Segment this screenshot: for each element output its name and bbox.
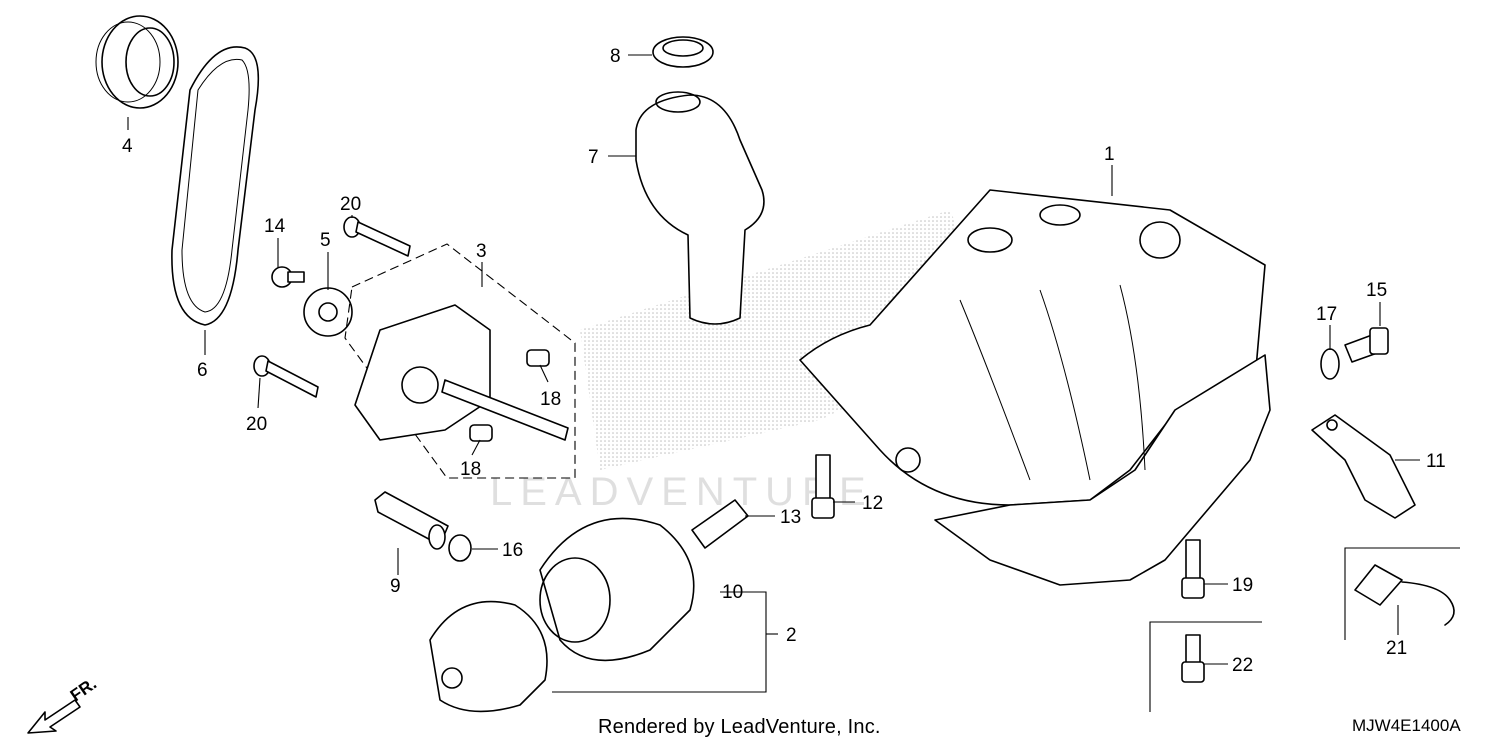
callout-2: 2 <box>786 625 797 646</box>
callout-1: 1 <box>1104 144 1115 165</box>
diagram-code: MJW4E1400A <box>1352 716 1461 735</box>
drain-bolt-part-15[interactable] <box>1344 327 1389 363</box>
callout-19: 19 <box>1232 575 1253 596</box>
washer-part-17[interactable] <box>1320 348 1340 380</box>
callout-10: 10 <box>722 582 743 603</box>
callout-6: 6 <box>197 360 208 381</box>
callout-22: 22 <box>1232 655 1253 676</box>
callout-11: 11 <box>1426 451 1446 472</box>
callout-4: 4 <box>122 136 133 157</box>
callout-16: 16 <box>502 540 523 561</box>
callout-20-upper: 20 <box>340 194 361 215</box>
front-direction-arrow-icon <box>27 699 81 734</box>
bolt-part-20-upper[interactable] <box>343 216 411 257</box>
bolt-inset-part-22[interactable] <box>1149 621 1262 712</box>
bolt-part-20-lower[interactable] <box>253 355 319 398</box>
bolt-part-19[interactable] <box>1181 539 1205 599</box>
clip-inset-part-21[interactable] <box>1344 547 1460 640</box>
callout-7: 7 <box>588 147 599 168</box>
callout-12: 12 <box>862 493 883 514</box>
callout-20-lower: 20 <box>246 414 267 435</box>
callout-14: 14 <box>264 216 286 237</box>
oil-pipe-part-7[interactable] <box>635 91 765 325</box>
bracket-part-11[interactable] <box>1311 414 1416 519</box>
credit-text: Rendered by LeadVenture, Inc. <box>598 716 881 738</box>
oil-pan-part-1[interactable] <box>799 189 1271 586</box>
callout-5: 5 <box>320 230 331 251</box>
callout-13: 13 <box>780 507 801 528</box>
callout-18-lower: 18 <box>460 459 481 480</box>
o-ring-part-16[interactable] <box>448 534 472 562</box>
callout-8: 8 <box>610 46 621 67</box>
bolt-part-12[interactable] <box>811 454 835 519</box>
drive-sprocket-part-4[interactable] <box>95 15 179 109</box>
callout-numbers: 1 2 3 4 5 6 7 8 9 10 11 12 13 14 15 16 1… <box>122 46 1446 676</box>
leader-lines <box>127 54 1420 693</box>
oil-strainer-part-9[interactable] <box>374 491 449 550</box>
oil-filter-part-10[interactable] <box>539 517 695 662</box>
callout-9: 9 <box>390 576 401 597</box>
callout-3: 3 <box>476 241 487 262</box>
callout-18-upper: 18 <box>540 389 561 410</box>
callout-15: 15 <box>1366 280 1387 301</box>
watermark-logo: LEADVENTURE <box>490 210 1000 514</box>
callout-21: 21 <box>1386 638 1407 659</box>
oil-pump-assembly-part-3[interactable] <box>344 243 576 479</box>
oil-filter-cap-part-2[interactable] <box>429 600 548 713</box>
seal-part-8[interactable] <box>652 36 714 68</box>
svg-text:LEADVENTURE: LEADVENTURE <box>490 470 874 514</box>
oil-pump-chain-part-6[interactable] <box>171 46 260 326</box>
callout-17: 17 <box>1316 304 1337 325</box>
oil-pump-sprocket-part-5[interactable] <box>303 287 353 337</box>
bolt-part-14[interactable] <box>271 266 305 288</box>
